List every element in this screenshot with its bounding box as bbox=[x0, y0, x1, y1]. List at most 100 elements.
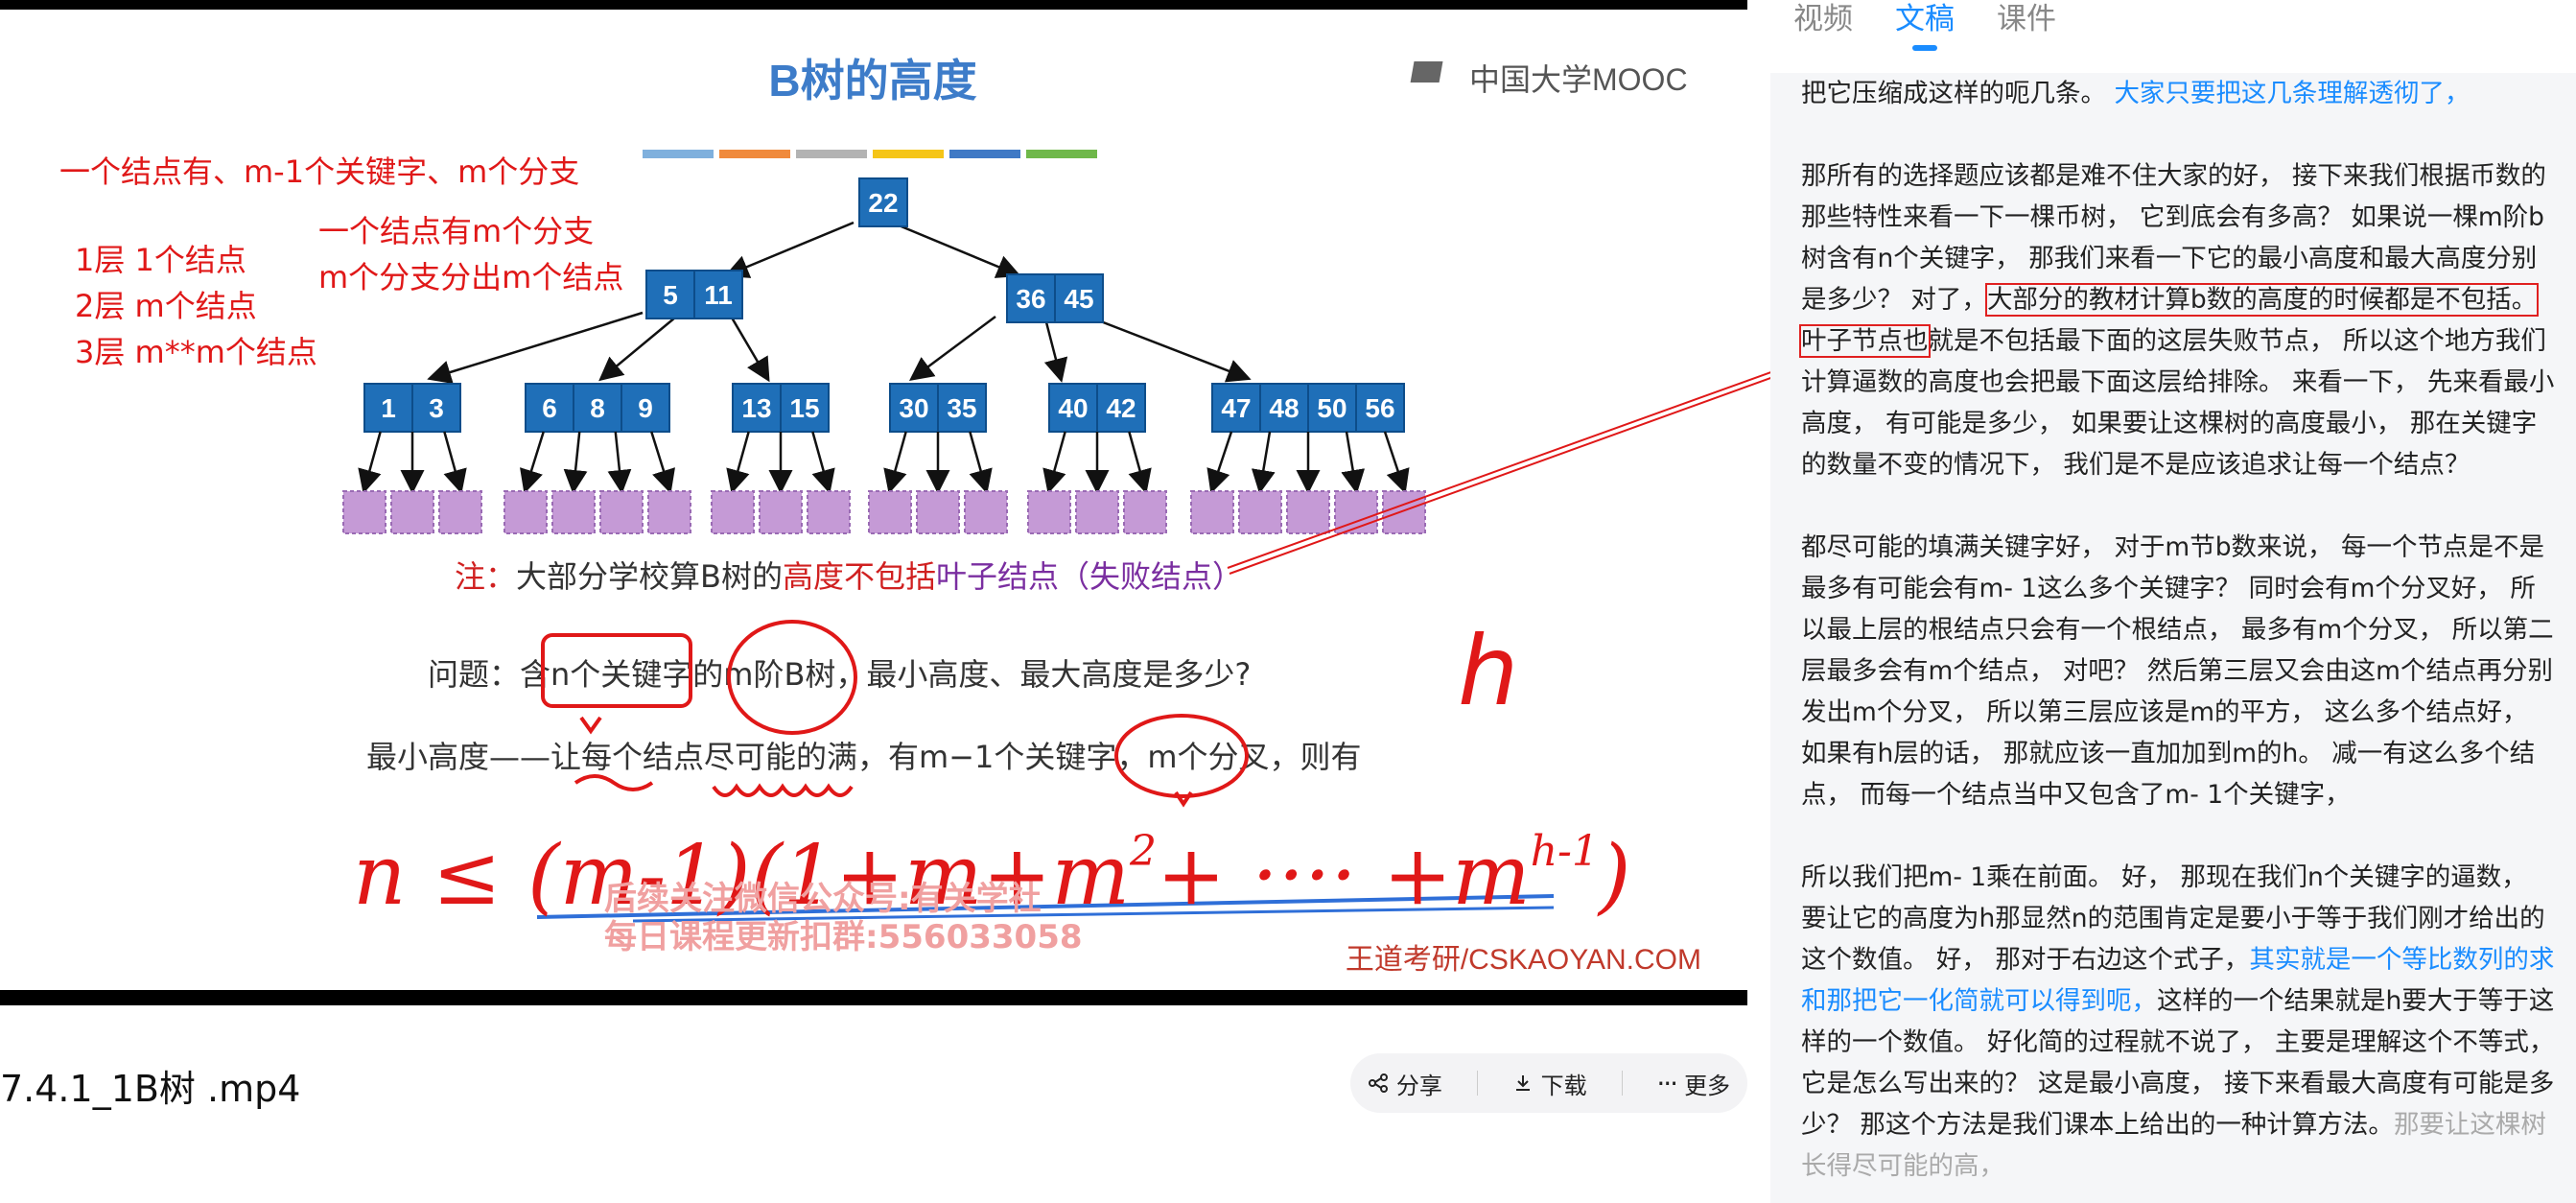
key-label: 40 bbox=[1058, 393, 1088, 423]
leaf-pointers bbox=[358, 431, 1410, 494]
leaf-pointer bbox=[1341, 431, 1366, 494]
more-icon: ··· bbox=[1656, 1067, 1678, 1099]
leaf-pointer bbox=[1251, 431, 1276, 494]
transcript-content[interactable]: 把它压缩成这样的呃几条。 大家只要把这几条理解透彻了， 那所有的选择题应该都是难… bbox=[1770, 73, 2576, 1203]
key-label: 45 bbox=[1064, 284, 1093, 314]
mark bbox=[579, 716, 602, 735]
btree-node: 22 bbox=[858, 177, 908, 227]
transcript-highlight: 大家只要把这几条理解透彻了， bbox=[2114, 79, 2471, 108]
key-cell bbox=[411, 383, 461, 433]
download-label: 下载 bbox=[1540, 1072, 1587, 1099]
share-button[interactable]: 分享 bbox=[1368, 1067, 1442, 1100]
video-title: 7.4.1_1B树 .mp4 bbox=[0, 1068, 301, 1110]
leaf-pointer bbox=[520, 431, 545, 494]
edge bbox=[891, 221, 1021, 278]
failure-leaf bbox=[964, 490, 1008, 534]
key-label: 36 bbox=[1016, 284, 1045, 314]
failure-leaf bbox=[868, 490, 912, 534]
annotation-node-keys: 一个结点有、m-1个关键字、m个分支 bbox=[59, 153, 579, 190]
mooc-logo-text: 中国大学MOOC bbox=[1469, 62, 1688, 97]
annotation-layer-3: 3层 m**m个结点 bbox=[75, 334, 317, 370]
key-label: 9 bbox=[638, 393, 653, 423]
key-label: 47 bbox=[1221, 393, 1251, 423]
transcript-paragraph: 那所有的选择题应该都是难不住大家的好， 接下来我们根据币数的那些特性来看一下一棵… bbox=[1798, 161, 2555, 480]
key-cell bbox=[645, 270, 695, 319]
circle-m-branches bbox=[1114, 714, 1249, 798]
transcript-highlight: 其实就是一个等比数列的求和那把它一化简就可以得到呃， bbox=[1801, 945, 2555, 1016]
slide-note: 注：大部分学校算B树的高度不包括叶子结点（失败结点） bbox=[455, 558, 1243, 595]
annotation-layer-2: 2层 m个结点 bbox=[75, 288, 257, 324]
key-label: 42 bbox=[1106, 393, 1136, 423]
leaf-pointer bbox=[358, 431, 382, 494]
key-cell bbox=[693, 270, 743, 319]
failure-leaf bbox=[807, 490, 851, 534]
title-bar-segment bbox=[873, 150, 944, 158]
failure-leaf bbox=[1075, 490, 1119, 534]
watermark-2: 每日课程更新扣群:556033058 bbox=[604, 918, 1083, 956]
video-actions: 分享 下载 ··· 更多 bbox=[1350, 1053, 1747, 1113]
download-button[interactable]: 下载 bbox=[1512, 1067, 1587, 1100]
failure-leaf bbox=[551, 490, 596, 534]
key-cell bbox=[1096, 383, 1146, 433]
key-label: 13 bbox=[741, 393, 771, 423]
title-bar-segment bbox=[949, 150, 1020, 158]
tab-courseware[interactable]: 课件 bbox=[1997, 2, 2056, 36]
slide-min-height: 最小高度——让每个结点尽可能的满，有m−1个关键字，m个分叉，则有 bbox=[366, 739, 1362, 775]
key-label: 30 bbox=[899, 393, 928, 423]
title-bar-segment bbox=[1026, 150, 1097, 158]
leaf-pointer bbox=[726, 431, 750, 494]
key-label: 5 bbox=[663, 280, 678, 310]
edge bbox=[727, 312, 770, 383]
more-label: 更多 bbox=[1684, 1072, 1731, 1099]
key-cell bbox=[621, 383, 670, 433]
failure-leaf bbox=[438, 490, 482, 534]
key-label: 1 bbox=[381, 393, 396, 423]
circle-m-order bbox=[727, 620, 857, 735]
key-label: 8 bbox=[590, 393, 605, 423]
mooc-logo: 中国大学MOOC bbox=[1410, 61, 1688, 97]
underline-formula bbox=[536, 894, 1555, 919]
underline-full bbox=[712, 783, 854, 797]
panel-tabs: 视频 文稿 课件 bbox=[1793, 0, 2056, 37]
leaf-pointer bbox=[650, 431, 675, 494]
leaf-pointer bbox=[1128, 431, 1152, 494]
edge bbox=[908, 315, 996, 381]
slide-footer: 王道考研/CSKAOYAN.COM bbox=[1346, 944, 1701, 976]
key-cell bbox=[889, 383, 939, 433]
transcript-boxed-text: 大部分的教材计算b数的高度的时候都是不包括。叶子节点也 bbox=[1798, 283, 2540, 358]
leaf-pointer bbox=[563, 431, 588, 494]
annotation-branch-nodes: m个分支分出m个结点 bbox=[318, 259, 623, 295]
leaf-pointer bbox=[811, 431, 835, 494]
watermark-1: 后续关注微信公众号:有关学社 bbox=[604, 880, 1042, 918]
leaf-pointer bbox=[607, 431, 632, 494]
mark bbox=[1174, 790, 1193, 808]
failure-leaf bbox=[1286, 490, 1330, 534]
btree-node: 36 45 bbox=[1006, 273, 1104, 323]
key-cell bbox=[573, 383, 622, 433]
title-bar-segment bbox=[643, 150, 714, 158]
annotation-branches: 一个结点有m个分支 bbox=[318, 213, 594, 249]
slide-question: 问题：含n个关键字的m阶B树，最小高度、最大高度是多少? bbox=[428, 656, 1251, 693]
failure-leaf bbox=[1382, 490, 1426, 534]
leaf-pointer bbox=[883, 431, 907, 494]
annotation-layer-1: 1层 1个结点 bbox=[75, 242, 246, 278]
divider bbox=[1476, 1071, 1478, 1096]
transcript-paragraph: 都尽可能的填满关键字好， 对于m节b数来说， 每一个节点是不是最多有可能会有m-… bbox=[1801, 532, 2554, 810]
key-cell bbox=[1054, 273, 1104, 323]
tab-transcript[interactable]: 文稿 bbox=[1895, 0, 1955, 37]
annotation-h: h bbox=[1458, 615, 1518, 727]
failure-leaves bbox=[342, 490, 1426, 534]
underline-each-node bbox=[574, 774, 654, 791]
btree-node: 40 42 bbox=[1048, 383, 1146, 433]
key-cell bbox=[363, 383, 413, 433]
key-label: 50 bbox=[1317, 393, 1347, 423]
handwritten-formula: n ≤ (m-1)(1+m+m2+ ···· +mh-1) bbox=[353, 827, 1630, 924]
tab-video[interactable]: 视频 bbox=[1793, 2, 1853, 36]
more-button[interactable]: ··· 更多 bbox=[1656, 1067, 1730, 1100]
